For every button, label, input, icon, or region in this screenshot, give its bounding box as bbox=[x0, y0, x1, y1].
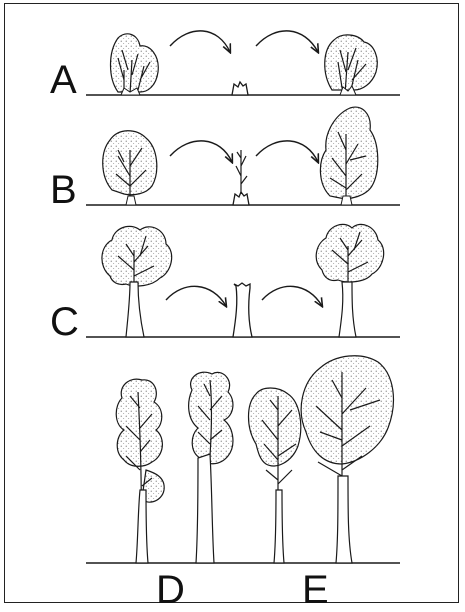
label-d: D bbox=[156, 570, 185, 610]
tree-icon bbox=[316, 224, 383, 337]
arrow-icon bbox=[170, 141, 232, 162]
arrow-icon bbox=[262, 286, 322, 306]
row-de bbox=[86, 356, 400, 563]
row-b bbox=[86, 107, 400, 205]
arrow-icon bbox=[256, 31, 318, 52]
arrow-icon bbox=[256, 141, 318, 162]
tree-icon bbox=[102, 226, 172, 337]
arrow-icon bbox=[166, 286, 226, 306]
label-b: B bbox=[50, 170, 77, 210]
tree-icon bbox=[103, 131, 157, 205]
tree-icon bbox=[116, 379, 164, 563]
stump-icon bbox=[232, 82, 248, 95]
tree-icon bbox=[249, 388, 301, 563]
row-c bbox=[86, 224, 400, 337]
tree-icon bbox=[301, 356, 393, 563]
label-e: E bbox=[302, 570, 329, 610]
tree-icon bbox=[320, 107, 377, 205]
label-c: C bbox=[50, 302, 79, 342]
stump-icon bbox=[233, 283, 252, 337]
row-a bbox=[86, 31, 400, 95]
tree-icon bbox=[189, 372, 233, 563]
label-a: A bbox=[50, 60, 77, 100]
tree-icon bbox=[111, 34, 159, 95]
arrow-icon bbox=[170, 31, 230, 52]
stump-icon bbox=[233, 150, 249, 205]
tree-icon bbox=[325, 35, 378, 95]
